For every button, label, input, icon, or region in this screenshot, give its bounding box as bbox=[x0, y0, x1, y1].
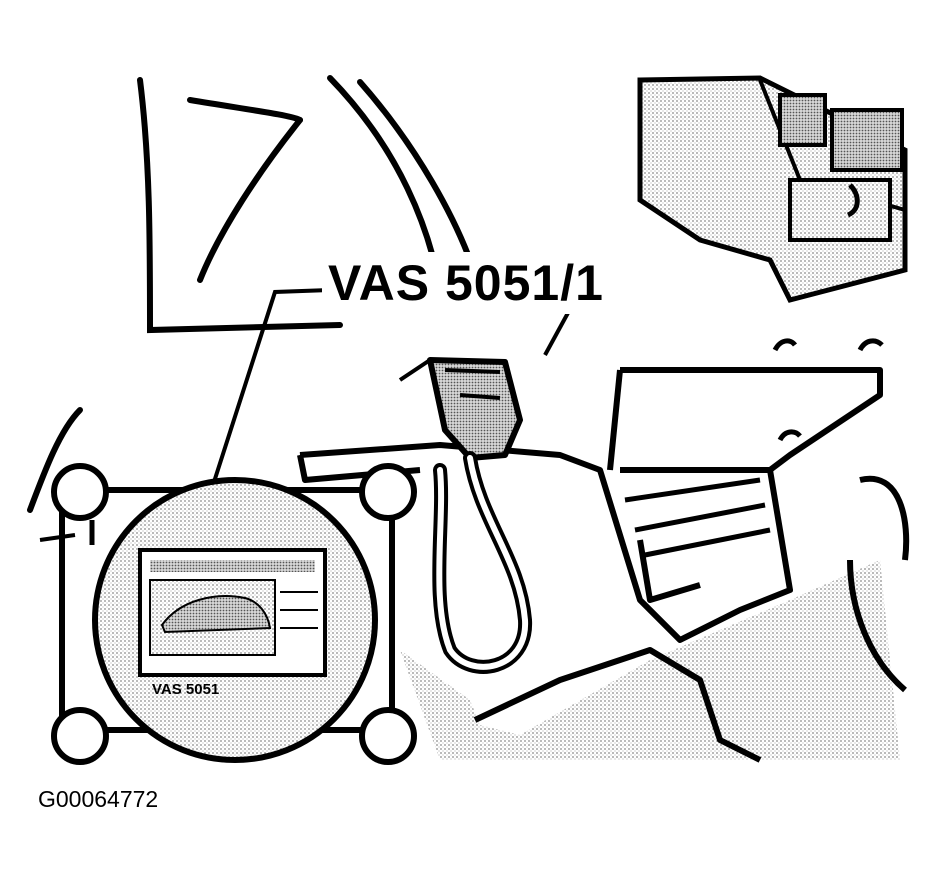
dash-lower-panel bbox=[400, 560, 900, 760]
windshield-frame bbox=[27, 75, 473, 513]
tool-callout-label: VAS 5051/1 bbox=[322, 252, 610, 314]
center-console bbox=[637, 75, 908, 303]
tester-device-label: VAS 5051 bbox=[152, 681, 219, 698]
lower-dash-outline bbox=[297, 367, 910, 763]
tester-inset: VAS 5051 bbox=[39, 463, 417, 765]
figure-id: G00064772 bbox=[38, 786, 159, 812]
callout-leader-line bbox=[203, 288, 331, 511]
console-slots bbox=[624, 338, 884, 558]
diagnostic-connector bbox=[398, 357, 523, 461]
